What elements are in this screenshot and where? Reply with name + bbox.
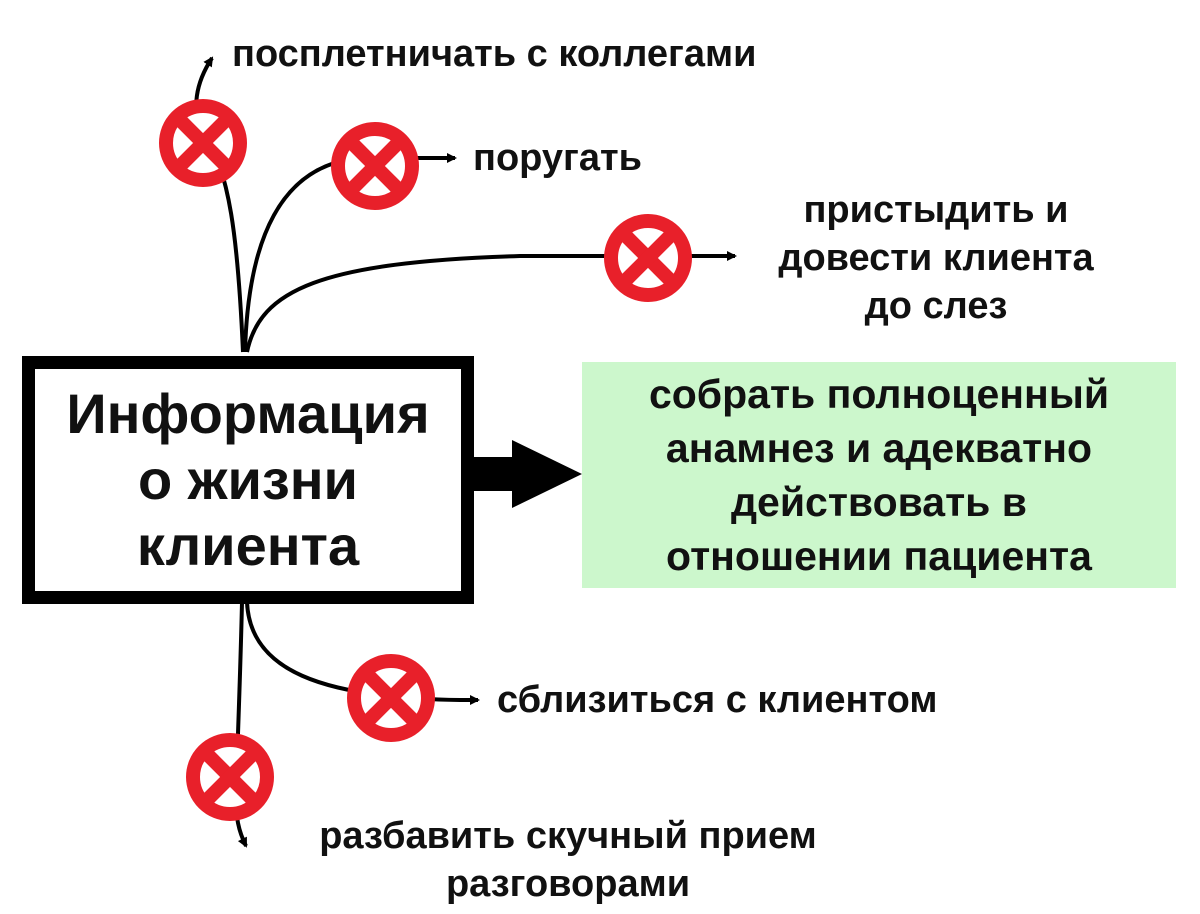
option-label-gossip: посплетничать с коллегами [232,33,757,75]
target-box-line: отношении пациента [666,533,1092,579]
option-label-line: довести клиента [778,237,1094,279]
source-box-line: клиента [136,514,360,577]
option-label-line: пристыдить и [803,189,1069,231]
prohibited-x-icon [157,97,249,189]
target-box-line: собрать полноценный [648,371,1110,417]
target-box: собрать полноценный анамнез и адекватно … [582,362,1176,588]
target-box-line: анамнез и адекватно [665,425,1093,471]
source-box-line: Информация [66,382,430,445]
prohibited-x-icon [345,652,437,744]
option-label-line: разговорами [445,863,691,905]
option-label-line: разбавить скучный прием [319,815,817,857]
option-label-befriend: сблизиться с клиентом [497,679,938,721]
option-label-chat: разбавить скучный прием разговорами [270,812,866,908]
connector-shame [245,251,737,353]
target-box-line: действовать в [731,479,1027,525]
prohibited-x-icon [602,212,694,304]
prohibited-x-icon [184,731,276,823]
main-arrow-head [512,440,582,508]
option-label-shame: пристыдить и довести клиента до слез [750,186,1122,330]
source-box-line: о жизни [138,448,358,511]
prohibited-x-icon [329,120,421,212]
option-label-line: до слез [864,285,1008,327]
option-label-scold: поругать [473,137,642,179]
source-box: Информация о жизни клиента [22,356,474,604]
